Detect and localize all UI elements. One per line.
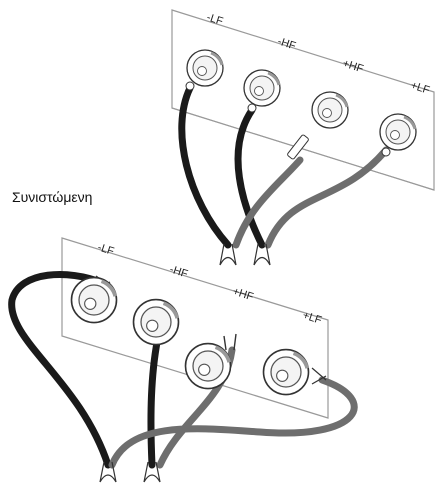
- bottom-terminal-panel: [61, 237, 329, 419]
- bottom-spade-hf-positive: [223, 333, 237, 351]
- top-label-lf-negative: -LF: [205, 11, 225, 28]
- top-wire-hf-negative: [234, 106, 266, 249]
- top-post-hf-positive: [310, 90, 350, 130]
- top-binding-posts: [185, 48, 418, 157]
- top-post-hf-negative: [242, 68, 282, 108]
- bottom-post-lf-negative: [69, 275, 119, 325]
- top-jumper-sleeve: [287, 134, 309, 160]
- top-post-lf-negative: [185, 48, 225, 88]
- top-panel-outline: [171, 9, 435, 191]
- bottom-label-hf-negative: -HF: [168, 263, 189, 280]
- top-terminal-panel: [171, 9, 435, 191]
- top-post-lf-positive: [378, 112, 418, 152]
- top-wire-lf-negative: [178, 84, 232, 249]
- top-wire-lf-positive: [264, 146, 390, 249]
- bottom-label-lf-positive: +LF: [301, 309, 323, 326]
- recommended-caption: Συνιστώμενη: [12, 189, 93, 205]
- bottom-terminal-labels: -LF -HF +HF +LF: [96, 241, 323, 326]
- top-wire-hf-positive: [232, 156, 304, 249]
- bottom-panel-outline: [61, 237, 329, 419]
- bottom-post-hf-negative: [131, 297, 181, 347]
- bottom-post-lf-positive: [261, 347, 311, 397]
- top-label-lf-positive: +LF: [409, 79, 431, 96]
- bottom-post-hf-positive: [183, 341, 233, 391]
- top-wires: [178, 84, 390, 266]
- bottom-label-lf-negative: -LF: [96, 241, 116, 258]
- top-label-hf-negative: -HF: [276, 35, 297, 52]
- bottom-wire-lf-positive: [108, 376, 358, 469]
- bottom-wire-lf-negative: [8, 271, 112, 469]
